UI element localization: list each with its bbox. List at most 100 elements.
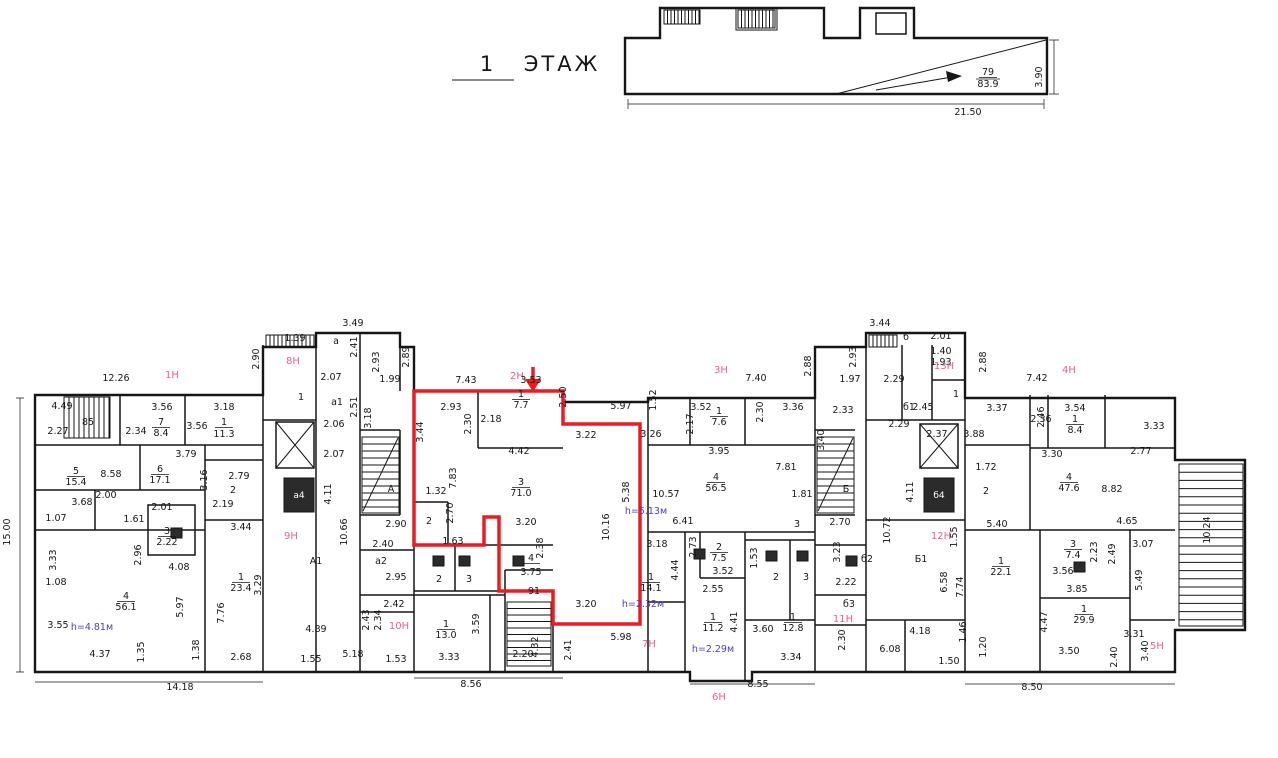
dimension-label: 2.68 — [230, 652, 251, 663]
dimension-label: 4.41 — [729, 611, 740, 632]
stair-treads — [816, 436, 855, 514]
direction-arrow-head — [946, 71, 962, 82]
stair-treads — [63, 396, 111, 439]
dimension-label: 5.98 — [610, 632, 631, 643]
dimension-label: 7.76 — [216, 602, 227, 623]
dimension-label: 2.06 — [323, 419, 344, 430]
dimension-label: 47.6 — [1058, 483, 1079, 494]
dimension-label: 2.07 — [323, 449, 344, 460]
stair-treads — [737, 9, 776, 29]
dimension-label: 3.52 — [690, 402, 711, 413]
dimension-label: а — [333, 336, 339, 347]
dimension-label: 2.18 — [480, 414, 501, 425]
dimension-label: 3.52 — [712, 566, 733, 577]
dimension-label: 3.37 — [986, 403, 1007, 414]
dimension-label: 2.93 — [848, 346, 859, 367]
dimension-label: 1.35 — [136, 641, 147, 662]
dimension-label: 3.54 — [1064, 403, 1085, 414]
dimension-label: 3.88 — [963, 429, 984, 440]
dimension-label: 2.49 — [1107, 543, 1118, 564]
dimension-label: 1.93 — [930, 357, 951, 368]
dimension-label: 1.38 — [191, 639, 202, 660]
sanitary-fixtures — [170, 527, 1086, 573]
dimension-label: 1.61 — [123, 514, 144, 525]
dimension-label: 3.20 — [515, 517, 536, 528]
dimension-label: 1.40 — [930, 346, 951, 357]
dimension-label: 5.40 — [986, 519, 1007, 530]
dimension-label: 3.31 — [1123, 629, 1144, 640]
dimension-label: 3.49 — [342, 318, 363, 329]
dimension-label: а1 — [331, 397, 343, 408]
dimension-label: 15.4 — [65, 477, 86, 488]
dimension-label: 8.56 — [460, 679, 481, 690]
dimension-label: а4 — [293, 491, 305, 501]
dimension-label: 4.32 — [530, 636, 541, 657]
unit-number-label: 4Н — [1062, 365, 1076, 376]
dimension-label: 4.42 — [508, 446, 529, 457]
dimension-label: 11.3 — [213, 429, 234, 440]
unit-number-label: 7Н — [642, 639, 656, 650]
dimension-label: 2.88 — [803, 355, 814, 376]
dimension-label: 11.2 — [702, 623, 723, 634]
plumbing-fixture-icon — [845, 555, 858, 567]
dimension-label: 2.22 — [156, 537, 177, 548]
dimension-label: 3.55 — [47, 620, 68, 631]
dimension-label: 29.9 — [1073, 615, 1094, 626]
dimension-label: 2.40 — [372, 539, 393, 550]
room-number-label: 1 — [716, 406, 722, 417]
dimension-label: 3.34 — [780, 652, 801, 663]
dimension-label: 1.20 — [978, 636, 989, 657]
dimension-label: 8.58 — [100, 469, 121, 480]
dimension-label: 3.16 — [199, 469, 210, 490]
dimension-label: 3.56 — [1052, 566, 1073, 577]
dimension-label: 3.26 — [640, 429, 661, 440]
dimension-label: 2.77 — [1130, 446, 1151, 457]
room-number-label: 2 — [436, 574, 442, 585]
room-number-label: 2 — [773, 572, 779, 583]
dimension-label: а2 — [375, 556, 387, 567]
dimension-label: 2.01 — [930, 331, 951, 342]
room-number-label: 1 — [1081, 604, 1087, 615]
dimension-label: 2.55 — [702, 584, 723, 595]
dimension-label: 3.60 — [752, 624, 773, 635]
dimension-label: 4.47 — [1039, 611, 1050, 632]
dimension-label: 71.0 — [510, 488, 531, 499]
dimension-label: 3.33 — [438, 652, 459, 663]
dimension-label: 3.44 — [230, 522, 251, 533]
dimension-label: 2.90 — [385, 519, 406, 530]
unit-number-label: 2Н — [510, 371, 524, 382]
dimension-label: 12.8 — [782, 623, 803, 634]
dimension-label: 1.46 — [958, 621, 969, 642]
dimension-label: 8.55 — [747, 679, 768, 690]
dimension-label: 1.32 — [425, 486, 446, 497]
dimension-label: 1.72 — [975, 462, 996, 473]
dimension-label: 8.4 — [1067, 425, 1082, 436]
plumbing-fixture-icon — [1073, 561, 1086, 573]
dimension-label: 4.08 — [168, 562, 189, 573]
room-number-label: 1 — [443, 619, 449, 630]
dimension-label: 10.57 — [652, 489, 679, 500]
dimension-label: 2.00 — [95, 490, 116, 501]
room-number-label: 2 — [716, 542, 722, 553]
room-number-label: 3 — [466, 574, 472, 585]
plumbing-fixture-icon — [170, 527, 183, 539]
dimension-label: 2.70 — [445, 502, 456, 523]
dimension-label: 3.79 — [175, 449, 196, 460]
dimension-label: 2.27 — [47, 426, 68, 437]
dimension-label: 2.41 — [349, 336, 360, 357]
room-number-label: 2 — [230, 485, 236, 496]
dimension-label: 1.50 — [938, 656, 959, 667]
room-number-label: 1 — [518, 389, 524, 400]
dimension-label: 3.59 — [471, 613, 482, 634]
dimension-label: 4.18 — [909, 626, 930, 637]
room-number-label: 3 — [803, 572, 809, 583]
dimension-label: 8.50 — [1021, 682, 1042, 693]
dimension-label: 3.75 — [520, 567, 541, 578]
dimension-label: 2.79 — [228, 471, 249, 482]
stair-treads — [506, 601, 552, 667]
dimension-label: 2.17 — [685, 413, 696, 434]
dimension-label: 3.68 — [71, 497, 92, 508]
dimension-label: 1.53 — [385, 654, 406, 665]
stair-diagonals — [362, 437, 854, 512]
